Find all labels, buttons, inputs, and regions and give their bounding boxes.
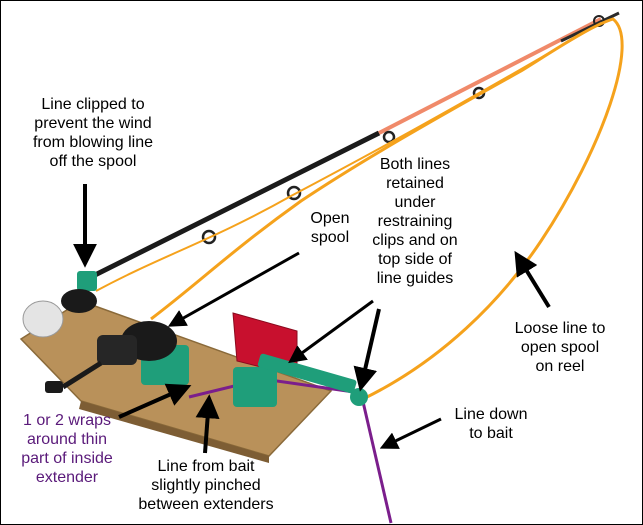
rear-reel-spool [61,289,97,313]
label-line-clipped: Line clipped to prevent the wind from bl… [32,96,154,170]
arrow-both-lines-down [353,308,381,392]
rod-guide [201,229,217,245]
rod-tip-dark [560,11,620,43]
label-wraps: 1 or 2 wraps around thin part of inside … [21,412,113,486]
rod-guide [286,185,302,201]
reel-handle-arm [61,360,103,390]
label-loose-line: Loose line to open spool on reel [514,320,606,375]
line-guide-end [350,388,368,406]
arrow-open-spool [167,251,300,327]
rod-blank [81,130,381,284]
rear-clip [77,271,97,291]
bait-line [188,377,393,524]
label-pinched: Line from bait slightly pinched between … [138,458,274,513]
arrow-both-lines-left [288,299,374,364]
arrow-wraps [118,383,192,419]
middle-bracket [233,367,277,407]
reel-handle-knob [45,381,63,393]
label-open-spool: Open spool [310,210,350,246]
wooden-board-edge [79,401,269,463]
arrow-loose-line [514,250,551,309]
arrow-line-down [379,417,442,449]
line-guide-extender [257,353,357,394]
reel-body [97,335,137,365]
label-line-down: Line down to bait [454,406,528,442]
label-both-lines: Both lines retained under restraining cl… [372,156,458,287]
arrow-pinched [195,394,220,454]
loose-line-upper [95,22,602,292]
rear-reel-cap [22,300,64,338]
